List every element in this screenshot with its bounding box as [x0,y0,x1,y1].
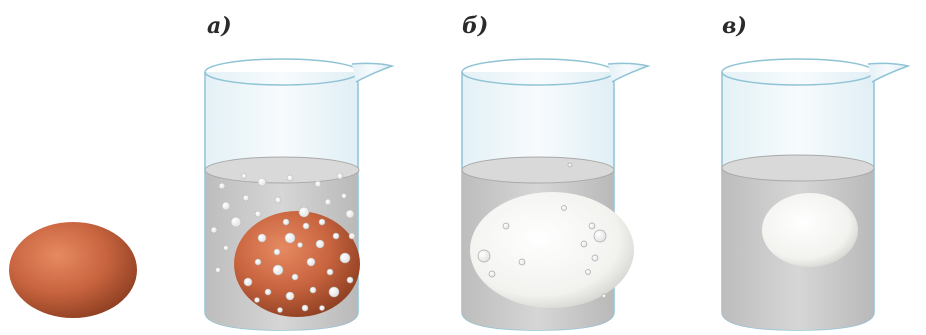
label-a: а) [207,13,232,39]
egg-white-large [470,192,634,308]
egg-brown [234,211,360,317]
beaker-b: б) [462,13,648,330]
egg-standalone [9,222,137,318]
label-b: б) [462,13,488,39]
beaker-c: в) [722,13,908,330]
beaker-a: а) [205,13,392,330]
egg-white-small [762,193,858,267]
label-c: в) [722,13,747,39]
